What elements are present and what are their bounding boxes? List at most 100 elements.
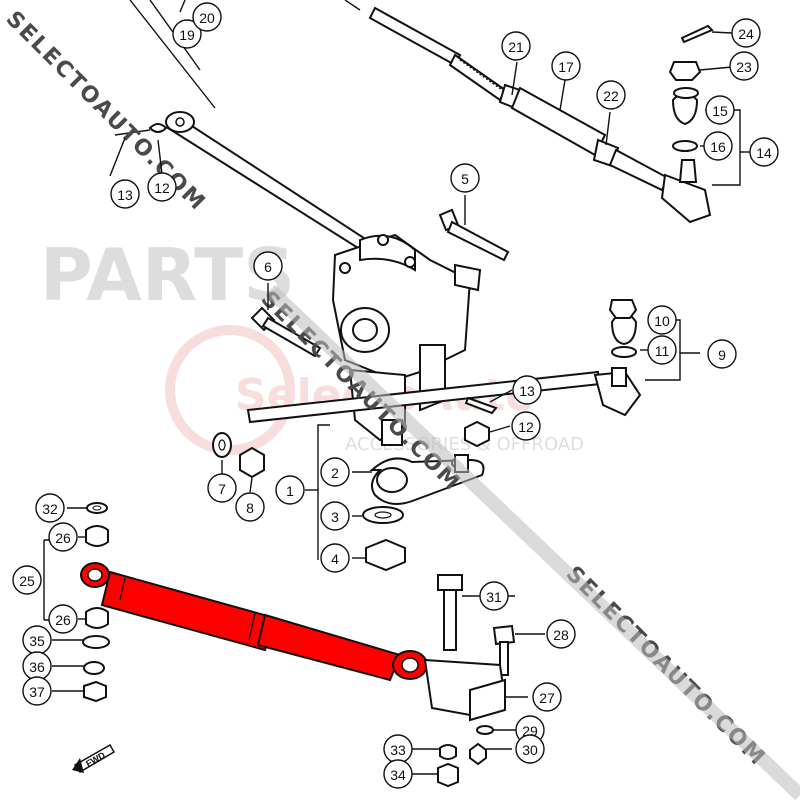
callout-number: 34: [390, 767, 406, 783]
callout-number: 16: [710, 139, 726, 155]
parts-watermark-text: PARTS: [40, 233, 295, 317]
callout-circle: [596, 80, 626, 110]
callout-circle: [320, 457, 350, 487]
callout-37: 37: [22, 676, 52, 706]
callout-13: 13: [110, 179, 140, 209]
callout-27: 27: [532, 682, 562, 712]
callout-19: 19: [172, 19, 202, 49]
callout-circle: [320, 501, 350, 531]
callout-circle: [383, 759, 413, 789]
callout-21: 21: [501, 31, 531, 61]
callout-number: 14: [756, 145, 772, 161]
callout-32: 32: [35, 493, 65, 523]
callout-number: 4: [331, 551, 339, 567]
callout-circle: [731, 18, 761, 48]
callout-circle: [235, 492, 265, 522]
callout-number: 26: [55, 530, 71, 546]
callout-number: 17: [558, 59, 574, 75]
relay-rod-assembly: [246, 299, 642, 448]
callout-circle: [515, 734, 545, 764]
callout-number: 3: [331, 509, 339, 525]
callout-circle: [12, 565, 42, 595]
callout-circle: [479, 581, 509, 611]
callout-8: 8: [235, 492, 265, 522]
callout-number: 15: [712, 103, 728, 119]
callout-6: 6: [253, 251, 283, 281]
callout-number: 13: [519, 383, 535, 399]
callout-circle: [501, 31, 531, 61]
callout-number: 5: [461, 171, 469, 187]
callout-number: 23: [736, 59, 752, 75]
callout-number: 19: [179, 27, 195, 43]
callout-number: 25: [19, 573, 35, 589]
callout-number: 28: [553, 627, 569, 643]
callout-35: 35: [22, 625, 52, 655]
callout-11: 11: [647, 335, 677, 365]
callout-circle: [207, 473, 237, 503]
callout-33: 33: [383, 734, 413, 764]
part-callouts: 1234567891011121213131415161719202122232…: [12, 2, 779, 789]
callout-34: 34: [383, 759, 413, 789]
callout-number: 36: [29, 659, 45, 675]
callout-30: 30: [515, 734, 545, 764]
callout-number: 30: [522, 742, 538, 758]
callout-5: 5: [450, 163, 480, 193]
steering-damper[interactable]: [80, 562, 428, 682]
callout-7: 7: [207, 473, 237, 503]
callout-number: 22: [603, 88, 619, 104]
callout-number: 24: [738, 26, 754, 42]
callout-circle: [172, 19, 202, 49]
callout-20: 20: [192, 2, 222, 32]
callout-23: 23: [729, 51, 759, 81]
callout-number: 8: [246, 500, 254, 516]
drag-rod-assembly: [114, 0, 392, 267]
callout-12: 12: [147, 172, 177, 202]
callout-circle: [707, 339, 737, 369]
callout-14: 14: [749, 137, 779, 167]
callout-16: 16: [703, 131, 733, 161]
callout-number: 2: [331, 465, 339, 481]
callout-circle: [110, 179, 140, 209]
callout-36: 36: [22, 651, 52, 681]
callout-circle: [48, 604, 78, 634]
callout-circle: [320, 543, 350, 573]
callout-2: 2: [320, 457, 350, 487]
callout-28: 28: [546, 619, 576, 649]
callout-number: 32: [42, 501, 58, 517]
fwd-arrow-icon: FWD: [72, 743, 116, 773]
callout-circle: [703, 131, 733, 161]
callout-10: 10: [647, 305, 677, 335]
callout-circle: [511, 411, 541, 441]
callout-circle: [551, 51, 581, 81]
tie-rod-assembly: [344, 0, 714, 224]
callout-25: 25: [12, 565, 42, 595]
callout-number: 33: [390, 742, 406, 758]
steering-gear-bolts: [250, 208, 510, 358]
callout-number: 27: [539, 690, 555, 706]
callout-26: 26: [48, 522, 78, 552]
damper-rod: [256, 613, 402, 682]
callout-number: 37: [29, 684, 45, 700]
callout-15: 15: [705, 95, 735, 125]
damper-bushings: [43, 502, 110, 703]
callout-circle: [450, 163, 480, 193]
callout-number: 1: [286, 483, 294, 499]
callout-circle: [275, 475, 305, 505]
callout-circle: [546, 619, 576, 649]
callout-number: 10: [654, 313, 670, 329]
callout-circle: [48, 522, 78, 552]
callout-number: 12: [518, 419, 534, 435]
callout-number: 11: [655, 343, 670, 359]
callout-26: 26: [48, 604, 78, 634]
damper-body: [100, 570, 277, 652]
callout-circle: [705, 95, 735, 125]
callout-circle: [532, 682, 562, 712]
washer-and-nut-7-8: [212, 432, 265, 479]
callout-number: 13: [117, 187, 133, 203]
callout-22: 22: [596, 80, 626, 110]
callout-number: 7: [218, 481, 226, 497]
callout-circle: [647, 335, 677, 365]
damper-bracket-assembly: [423, 574, 516, 788]
callout-number: 20: [199, 10, 215, 26]
